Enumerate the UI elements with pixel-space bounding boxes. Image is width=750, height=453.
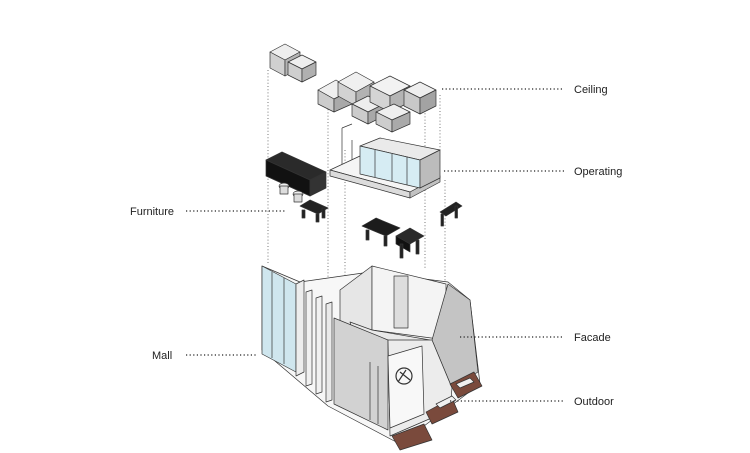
ceiling-cube bbox=[403, 81, 437, 115]
label-operating: Operating bbox=[574, 166, 622, 178]
operating-layer bbox=[329, 123, 441, 199]
leader-lines bbox=[186, 88, 564, 402]
ceiling-cube bbox=[287, 54, 317, 83]
label-outdoor: Outdoor bbox=[574, 396, 614, 408]
labels: Ceiling Operating Furniture Facade Mall … bbox=[130, 84, 622, 408]
outdoor-layer bbox=[391, 371, 483, 451]
label-mall: Mall bbox=[152, 350, 172, 362]
logo-icon bbox=[395, 367, 413, 385]
ceiling-layer bbox=[269, 43, 437, 133]
facade-layer bbox=[333, 283, 479, 437]
ceiling-cube bbox=[337, 71, 375, 107]
label-facade: Facade bbox=[574, 332, 611, 344]
label-furniture: Furniture bbox=[130, 206, 174, 218]
ceiling-cube bbox=[375, 103, 411, 133]
label-ceiling: Ceiling bbox=[574, 84, 608, 96]
furniture-layer bbox=[265, 151, 463, 259]
